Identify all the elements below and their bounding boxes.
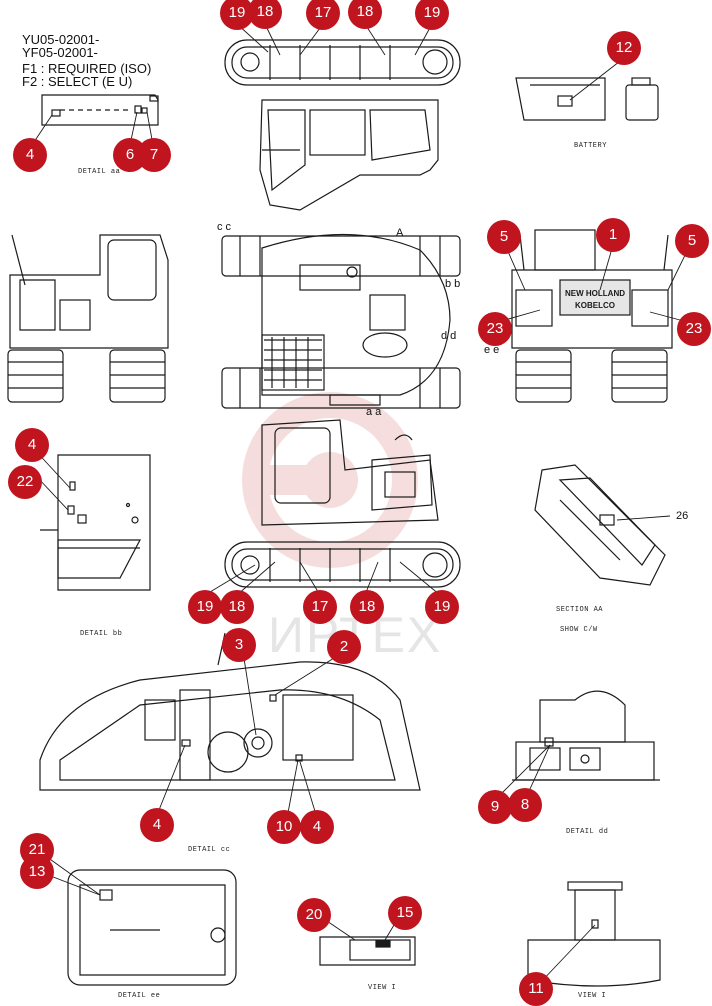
caption-detail-dd: DETAIL dd <box>566 828 609 836</box>
label-cc: c c <box>217 221 232 233</box>
label-aa: a a <box>366 406 382 418</box>
callout-badge: 13 <box>20 855 54 889</box>
callout-badge: 11 <box>519 972 553 1006</box>
view-i-right-drawing <box>527 881 661 987</box>
callout-badge: 20 <box>297 898 331 932</box>
machine-side-view <box>224 419 461 588</box>
caption-view-2: VIEW I <box>578 992 607 1000</box>
callout-badge: 18 <box>350 590 384 624</box>
caption-detail-ee: DETAIL ee <box>118 992 161 1000</box>
callout-badge: 18 <box>348 0 382 29</box>
callout-badge: 5 <box>675 224 709 258</box>
watermark-gear-icon <box>242 392 418 568</box>
machine-rear-view-left <box>7 234 169 403</box>
caption-detail-bb: DETAIL bb <box>80 630 123 638</box>
callout-badge: 3 <box>222 628 256 662</box>
callout-badge: 19 <box>188 590 222 624</box>
top-track <box>224 39 461 86</box>
caption-section-aa: SECTION AA <box>556 606 604 614</box>
callout-badge: 19 <box>425 590 459 624</box>
callout-badge: 15 <box>388 896 422 930</box>
callout-badge: 23 <box>677 312 711 346</box>
label-part-26: 26 <box>676 510 689 522</box>
battery-drawing <box>515 77 659 121</box>
decal-line2: KOBELCO <box>575 301 615 310</box>
caption-detail-aa: DETAIL aa <box>78 168 121 176</box>
caption-battery: BATTERY <box>574 142 607 150</box>
callout-badge: 23 <box>478 312 512 346</box>
callout-badge: 4 <box>13 138 47 172</box>
f1-note: F1 : REQUIRED (ISO) <box>22 61 152 76</box>
callout-badge: 17 <box>306 0 340 30</box>
caption-detail-cc: DETAIL cc <box>188 846 231 854</box>
callout-badge: 5 <box>487 220 521 254</box>
callout-badge: 4 <box>300 810 334 844</box>
machine-rear-view-right <box>511 229 673 403</box>
callout-badge: 2 <box>327 630 361 664</box>
label-ee: e e <box>484 344 500 356</box>
callout-badge: 4 <box>140 808 174 842</box>
section-aa-drawing <box>534 464 666 586</box>
model-code-1: YU05-02001- <box>22 32 100 47</box>
callout-badge: 17 <box>303 590 337 624</box>
label-A: A <box>396 227 404 239</box>
model-code-2: YF05-02001- <box>22 45 98 60</box>
view-i-center-drawing <box>319 936 416 966</box>
label-bb: b b <box>445 278 461 290</box>
decal-line1: NEW HOLLAND <box>565 289 625 298</box>
callout-badge: 12 <box>607 31 641 65</box>
top-cab-view <box>259 99 439 211</box>
callout-badge: 18 <box>220 590 254 624</box>
machine-plan-view <box>221 233 461 409</box>
f2-note: F2 : SELECT (E U) <box>22 74 133 89</box>
caption-view-1: VIEW I <box>368 984 397 992</box>
callout-badge: 10 <box>267 810 301 844</box>
callout-badge: 7 <box>137 138 171 172</box>
callout-badge: 18 <box>248 0 282 29</box>
detail-bb-drawing <box>40 454 151 591</box>
callout-badge: 9 <box>478 790 512 824</box>
detail-cc-drawing <box>39 632 421 791</box>
callout-badge: 19 <box>415 0 449 30</box>
callout-badge: 8 <box>508 788 542 822</box>
caption-show-cw: SHOW C/W <box>560 626 598 634</box>
callout-badge: 1 <box>596 218 630 252</box>
label-dd: d d <box>441 330 457 342</box>
leader-lines <box>29 23 691 986</box>
detail-dd-drawing <box>512 690 660 781</box>
callout-badge: 4 <box>15 428 49 462</box>
detail-aa-drawing <box>41 94 159 126</box>
detail-ee-drawing <box>67 869 237 986</box>
callout-badge: 22 <box>8 465 42 499</box>
